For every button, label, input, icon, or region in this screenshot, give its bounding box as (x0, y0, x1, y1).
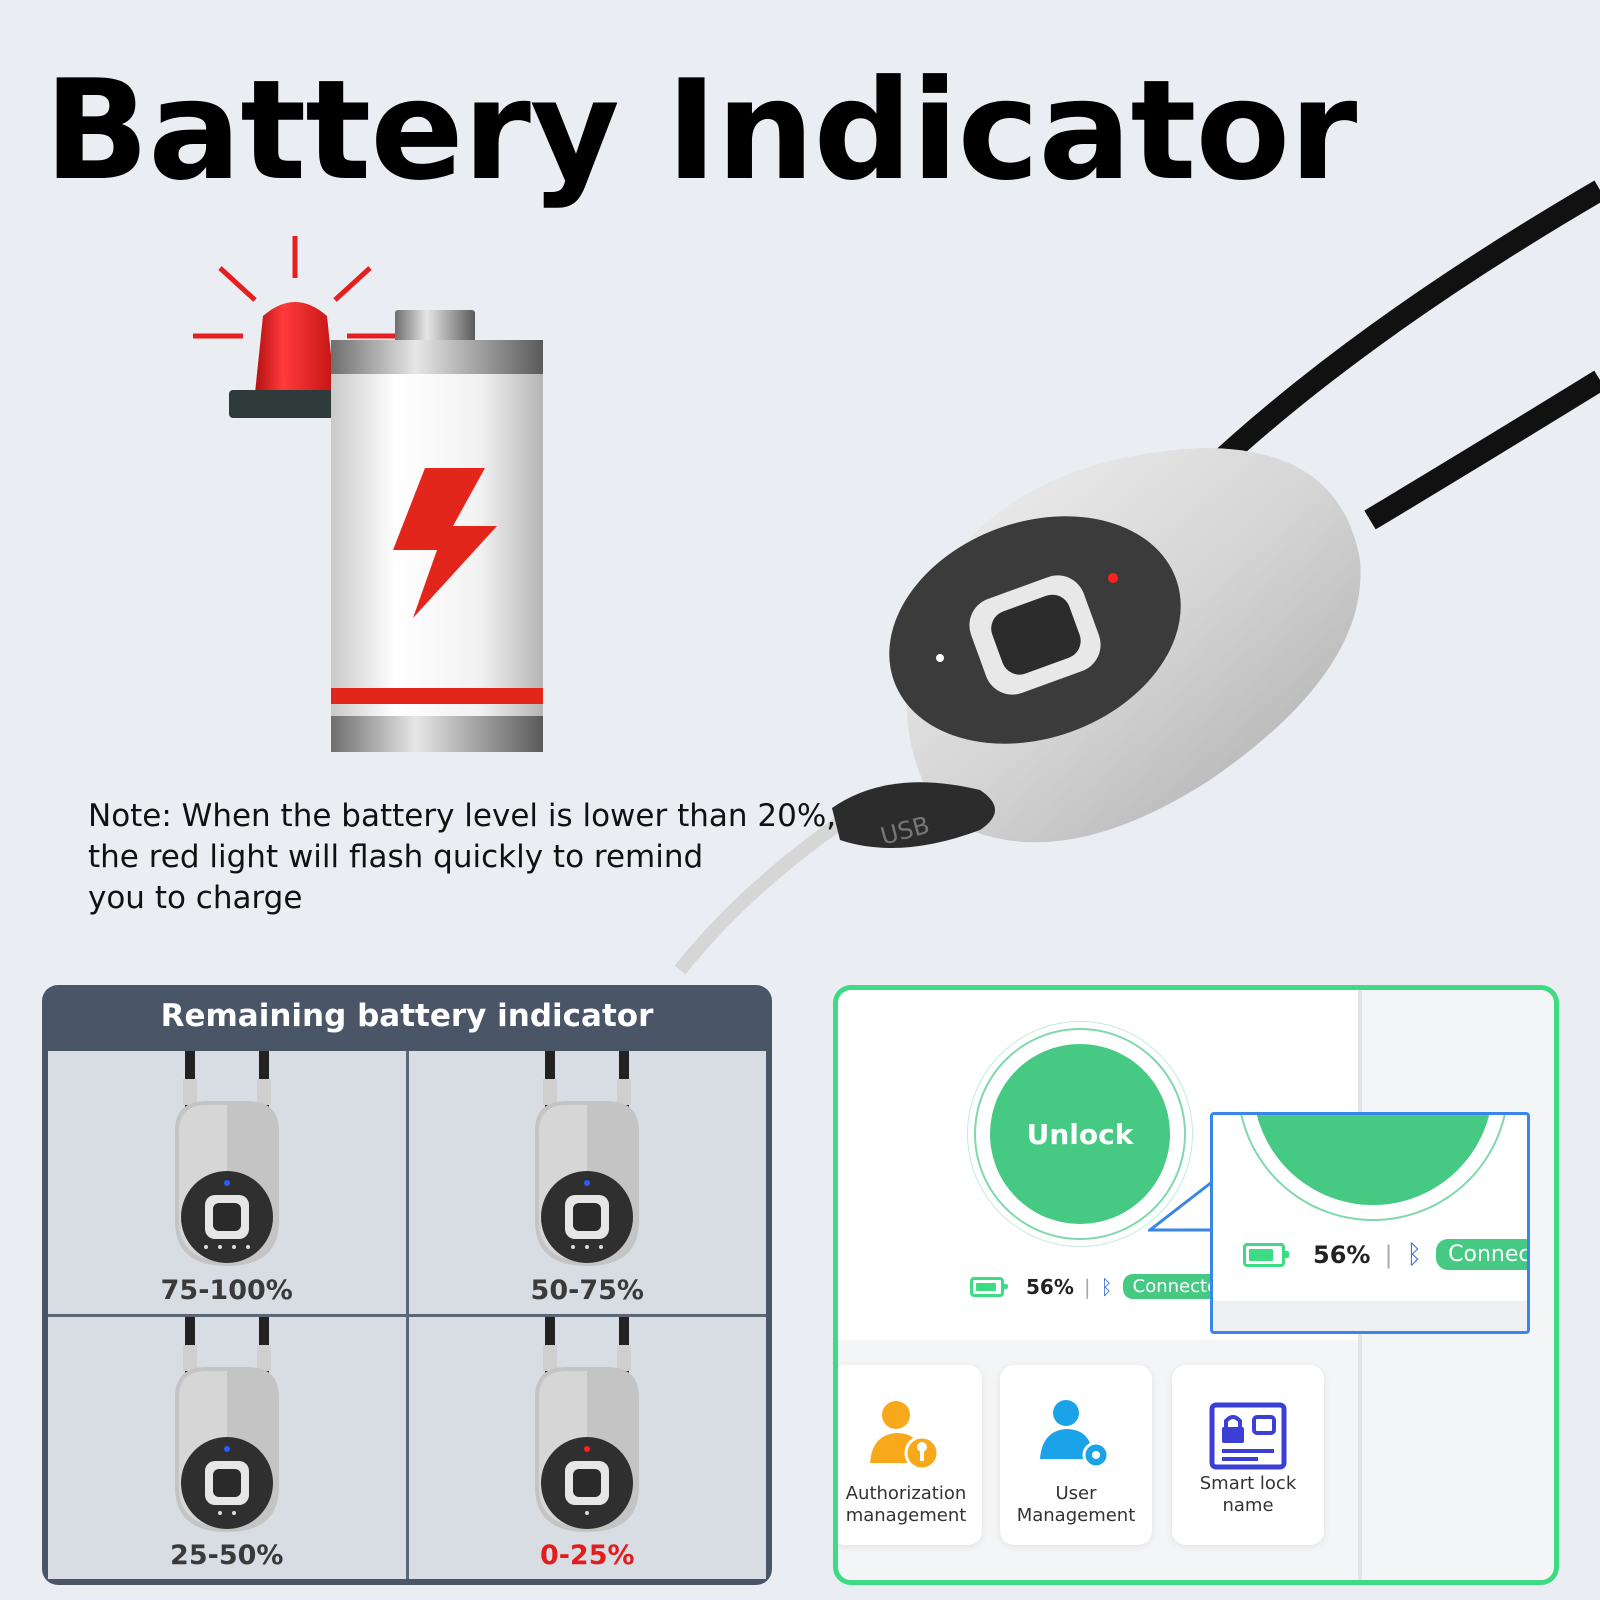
zoom-box-footer (1213, 1301, 1527, 1331)
connection-status-badge: Connected (1436, 1239, 1527, 1270)
level-label: 75-100% (160, 1274, 293, 1306)
unlock-button-zoomed (1253, 1115, 1493, 1205)
battery-level-grid: 75-100% 50-75% 25-50% 0-25% (48, 1051, 766, 1579)
lightning-bolt-icon (393, 468, 497, 618)
padlock-icon (527, 1051, 647, 1283)
separator: | (1083, 1274, 1091, 1299)
bluetooth-icon: ᛒ (1406, 1239, 1423, 1270)
level-cell: 25-50% (48, 1316, 406, 1579)
card-label: Smart lock name (1199, 1473, 1297, 1516)
padlock-icon (167, 1051, 287, 1283)
note-line: you to charge (88, 880, 303, 916)
zoomed-battery-status-row: 56% | ᛒ Connected (1243, 1239, 1527, 1270)
level-label: 0-25% (539, 1540, 635, 1571)
battery-zoom-box: 56% | ᛒ Connected (1210, 1112, 1530, 1334)
level-cell: 0-25% (408, 1316, 766, 1579)
battery-status-row: 56% | ᛒ Connected (970, 1274, 1223, 1299)
zoom-callout-pointer (1148, 1180, 1213, 1232)
padlock-icon (167, 1316, 287, 1549)
battery-level-panel: Remaining battery indicator 75-100% 50-7… (42, 985, 772, 1585)
low-battery-illustration (193, 236, 543, 752)
user-management-icon (1040, 1400, 1110, 1469)
battery-icon (331, 310, 543, 752)
battery-level-icon (1243, 1242, 1289, 1267)
note-line: the red light will flash quickly to remi… (88, 839, 704, 875)
unlock-button[interactable]: Unlock (990, 1044, 1170, 1224)
level-label: 50-75% (530, 1274, 644, 1306)
battery-percent: 56% (1026, 1274, 1074, 1299)
battery-level-panel-title: Remaining battery indicator (160, 998, 654, 1034)
level-cell: 75-100% (48, 1051, 406, 1314)
smart-lock-name-card[interactable]: Smart lock name (1172, 1365, 1324, 1545)
app-screenshot-panel: Unlock 56% | ᛒ Connected 56% | ᛒ Connect… (833, 985, 1559, 1585)
battery-level-icon (970, 1276, 1008, 1297)
level-cell: 50-75% (408, 1051, 766, 1314)
authorization-icon (870, 1401, 940, 1471)
separator: | (1384, 1240, 1393, 1269)
connection-status-badge: Connected (1122, 1274, 1223, 1299)
fingerprint-padlock-image: USB (674, 180, 1600, 975)
padlock-icon (527, 1316, 647, 1549)
battery-percent: 56% (1313, 1240, 1371, 1269)
siren-icon (193, 236, 397, 418)
note-line: Note: When the battery level is lower th… (88, 798, 837, 834)
page-title: Battery Indicator (44, 50, 1357, 211)
low-battery-note: Note: When the battery level is lower th… (88, 796, 837, 919)
bluetooth-icon: ᛒ (1100, 1274, 1113, 1299)
lock-name-icon (1209, 1402, 1287, 1470)
level-label: 25-50% (170, 1540, 284, 1571)
